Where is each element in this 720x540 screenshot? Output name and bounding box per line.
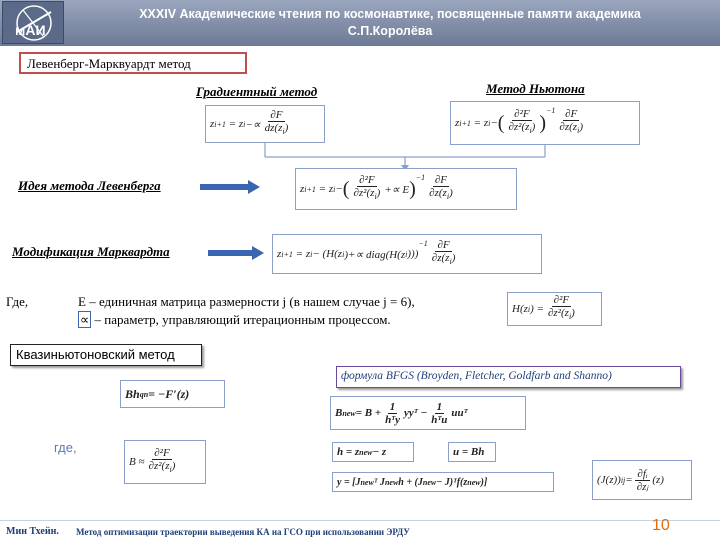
footer-divider [0,520,720,521]
quasi-where-label: где, [54,440,77,455]
section-label-box: Левенберг-Марквуардт метод [19,52,247,74]
bfgs-label: формула BFGS (Broyden, Fletcher, Goldfar… [341,370,612,382]
marquardt-arrow [208,246,264,260]
marquardt-modification-title: Модификация Марквардта [12,244,170,259]
u-formula: u = Bh [448,442,496,462]
slide-header: мАИ XXXIV Академические чтения по космон… [0,0,720,46]
quasi-newton-label: Квазиньютоновский метод [16,347,175,362]
where-line1: E – единичная матрица размерности j (в н… [78,294,415,309]
logo-emblem-icon [16,5,52,41]
footer-author: Мин Тхейн. [6,526,59,537]
conference-title: XXXIV Академические чтения по космонавти… [80,6,700,40]
jacobian-formula: (J(z))ij = ∂fᵢ∂zⱼ (z) [592,460,692,500]
b-approx-formula: B ≈ ∂²F ∂z²(zi) [124,440,206,484]
gradient-method-title: Градиентный метод [196,84,318,99]
quasi-newton-label-box: Квазиньютоновский метод [10,344,202,366]
levenberg-idea-title: Идея метода Левенберга [18,178,161,193]
conference-title-line1: XXXIV Академические чтения по космонавти… [139,7,641,21]
bfgs-label-box: формула BFGS (Broyden, Fletcher, Goldfar… [336,366,681,388]
levenberg-arrow [200,180,260,194]
logo-text: мАИ [15,22,46,38]
where-line2: ∝ – параметр, управляющий итерационным п… [78,311,391,328]
newton-method-title: Метод Ньютона [486,81,585,96]
where-line2-text: – параметр, управляющий итерационным про… [91,312,391,327]
page-number: 10 [652,517,670,534]
footer-talk-title: Метод оптимизации траектории выведения К… [76,527,410,537]
conference-title-line2: С.П.Королёва [347,24,433,38]
alpha-symbol: ∝ [78,311,92,328]
mai-logo: мАИ [2,1,64,44]
where-label: Где, [6,294,29,309]
section-label: Левенберг-Марквуардт метод [27,56,191,71]
